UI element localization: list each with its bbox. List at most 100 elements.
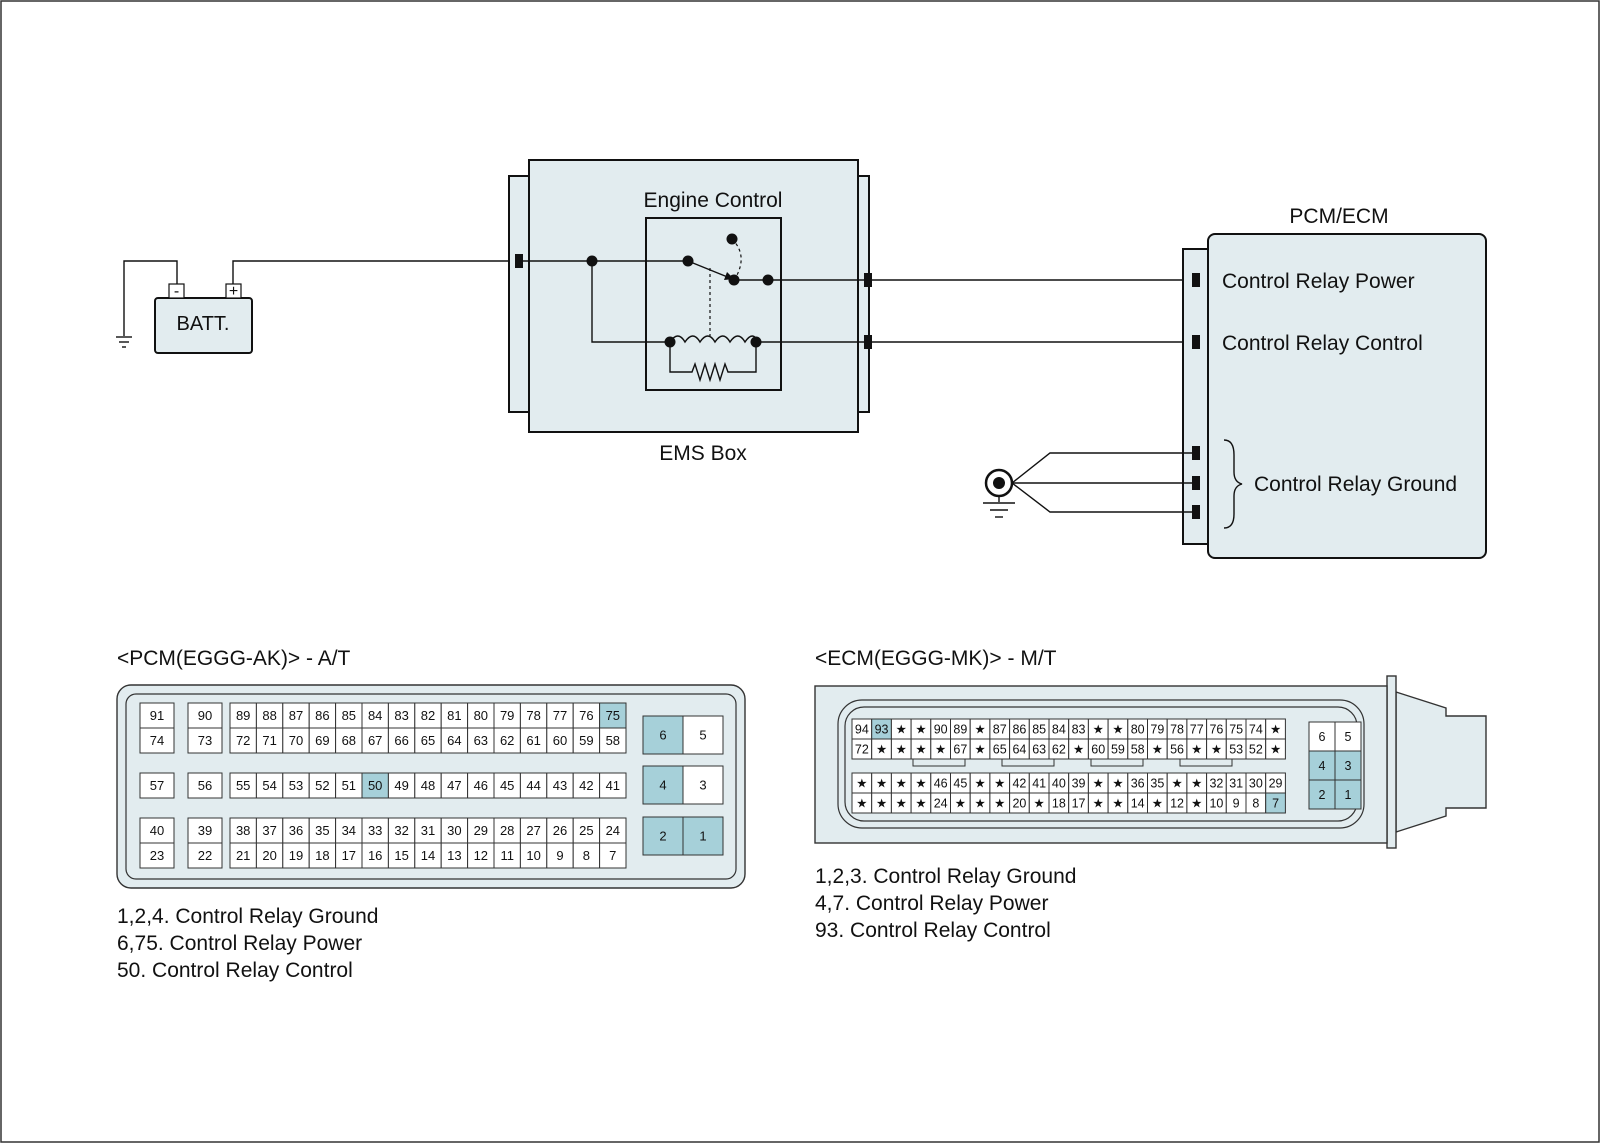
connector-pin-number: 70	[289, 733, 303, 748]
connector-pin	[139, 842, 175, 869]
connector-pin-number: 11	[500, 848, 514, 863]
connector-pin-number: 66	[394, 733, 408, 748]
connector-pin-number: 1	[1345, 788, 1352, 802]
connector-pin-number: 52	[1249, 743, 1263, 757]
switch-arrow	[724, 272, 734, 280]
connector-pin	[572, 702, 601, 729]
ecm-legend-line: 1,2,3. Control Relay Ground	[815, 865, 1076, 888]
connector-pin	[187, 702, 223, 729]
battery-positive-wire	[232, 260, 518, 288]
ecm-connector-collar	[1386, 675, 1397, 849]
connector-pin-number: 26	[553, 823, 567, 838]
connector-pin	[308, 817, 337, 844]
connector-pin-number: 34	[342, 823, 356, 838]
connector-pin	[642, 816, 684, 856]
connector-pin	[599, 727, 627, 754]
connector-pin-number: 80	[474, 708, 488, 723]
connector-pin-number: 65	[421, 733, 435, 748]
connector-pin	[599, 772, 627, 799]
connector-pin-number: 41	[1032, 777, 1046, 791]
connector-pin-number: 77	[1190, 723, 1204, 737]
connector-pin-number: ★	[856, 797, 867, 811]
control-relay-control-label: Control Relay Control	[1222, 332, 1423, 355]
connector-pin-number: 45	[953, 777, 967, 791]
module-title: PCM/ECM	[1289, 205, 1388, 228]
connector-pin-number: 83	[394, 708, 408, 723]
connector-pin-number: 37	[262, 823, 276, 838]
module-body	[1207, 233, 1487, 559]
pcm-legend-line: 1,2,4. Control Relay Ground	[117, 905, 378, 928]
connector-pin-number: 54	[262, 778, 276, 793]
connector-pin-number: 86	[315, 708, 329, 723]
connector-pin-number: 59	[1111, 743, 1125, 757]
connector-pin	[493, 727, 521, 754]
connector-pin-number: 58	[1131, 743, 1145, 757]
connector-pin-number: 74	[1249, 723, 1263, 737]
connector-pin-mark	[1192, 273, 1200, 287]
connector-pin-number: 40	[150, 823, 164, 838]
relay-switch-travel	[731, 238, 742, 278]
connector-pin-number: 7	[1272, 797, 1279, 811]
connector-pin-number: 68	[342, 733, 356, 748]
connector-pin-number: 23	[150, 848, 164, 863]
connector-pin-number: 90	[934, 723, 948, 737]
connector-pin-number: 60	[553, 733, 567, 748]
ground-wire	[1011, 482, 1192, 513]
connector-pin-number: 46	[934, 777, 948, 791]
connector-pin-number: 87	[289, 708, 303, 723]
connector-pin-number: ★	[974, 797, 985, 811]
ecm-legend-line: 4,7. Control Relay Power	[815, 892, 1048, 915]
connector-pin-number: ★	[915, 797, 926, 811]
connector-pin-number: ★	[1112, 797, 1123, 811]
connector-pin	[282, 772, 310, 799]
connector-pin	[1265, 738, 1286, 760]
connector-pin-number: 69	[315, 733, 329, 748]
connector-pin-number: 9	[1233, 797, 1240, 811]
battery-positive-terminal	[225, 283, 242, 299]
connector-pin-number: 24	[934, 797, 948, 811]
connector-pin	[255, 727, 284, 754]
connector-pin-number: 94	[855, 723, 869, 737]
connector-pin-number: 71	[262, 733, 276, 748]
connector-pin-number: 42	[579, 778, 593, 793]
connector-pin	[308, 842, 337, 869]
connector-pin-mark	[1192, 476, 1200, 490]
battery-ground-wire	[123, 260, 178, 336]
connector-pin	[440, 727, 469, 754]
connector-pin-number: 15	[394, 848, 408, 863]
connector-pin	[187, 772, 223, 799]
connector-pin-number: 25	[579, 823, 593, 838]
connector-pin-number: 7	[609, 848, 616, 863]
connector-pin	[599, 842, 627, 869]
relay-switch-arm	[687, 260, 731, 279]
junction-dot	[750, 336, 762, 348]
connector-pin-number: 6	[659, 728, 666, 743]
connector-pin-number: ★	[1093, 723, 1104, 737]
connector-pin-number: 4	[659, 778, 666, 793]
connector-pin-number: 89	[953, 723, 967, 737]
connector-pin-number: 64	[447, 733, 461, 748]
connector-pin-number: 50	[368, 778, 382, 793]
connector-pin-number: 62	[500, 733, 514, 748]
pcm-ecm-module: PCM/ECM Control Relay Power Control Rela…	[1182, 205, 1487, 559]
connector-pin-number: 19	[289, 848, 303, 863]
connector-pin-number: ★	[1112, 777, 1123, 791]
connector-pin-number: 40	[1052, 777, 1066, 791]
connector-pin-number: 31	[421, 823, 435, 838]
connector-pin-number: 10	[1209, 797, 1223, 811]
relay-title: Engine Control	[644, 189, 783, 212]
connector-pin-number: 67	[368, 733, 382, 748]
connector-pin	[493, 772, 521, 799]
connector-pin-number: 87	[993, 723, 1007, 737]
connector-pin-number: 31	[1229, 777, 1243, 791]
connector-pin-number: 13	[447, 848, 461, 863]
battery-body	[154, 297, 253, 354]
connector-pin-number: 77	[553, 708, 567, 723]
connector-pin-number: 2	[1319, 788, 1326, 802]
connector-pin-number: ★	[1152, 743, 1163, 757]
connector-pin-number: ★	[896, 723, 907, 737]
connector-pin-number: 63	[1032, 743, 1046, 757]
relay-coil	[669, 335, 759, 344]
connector-pin-number: 12	[1170, 797, 1184, 811]
